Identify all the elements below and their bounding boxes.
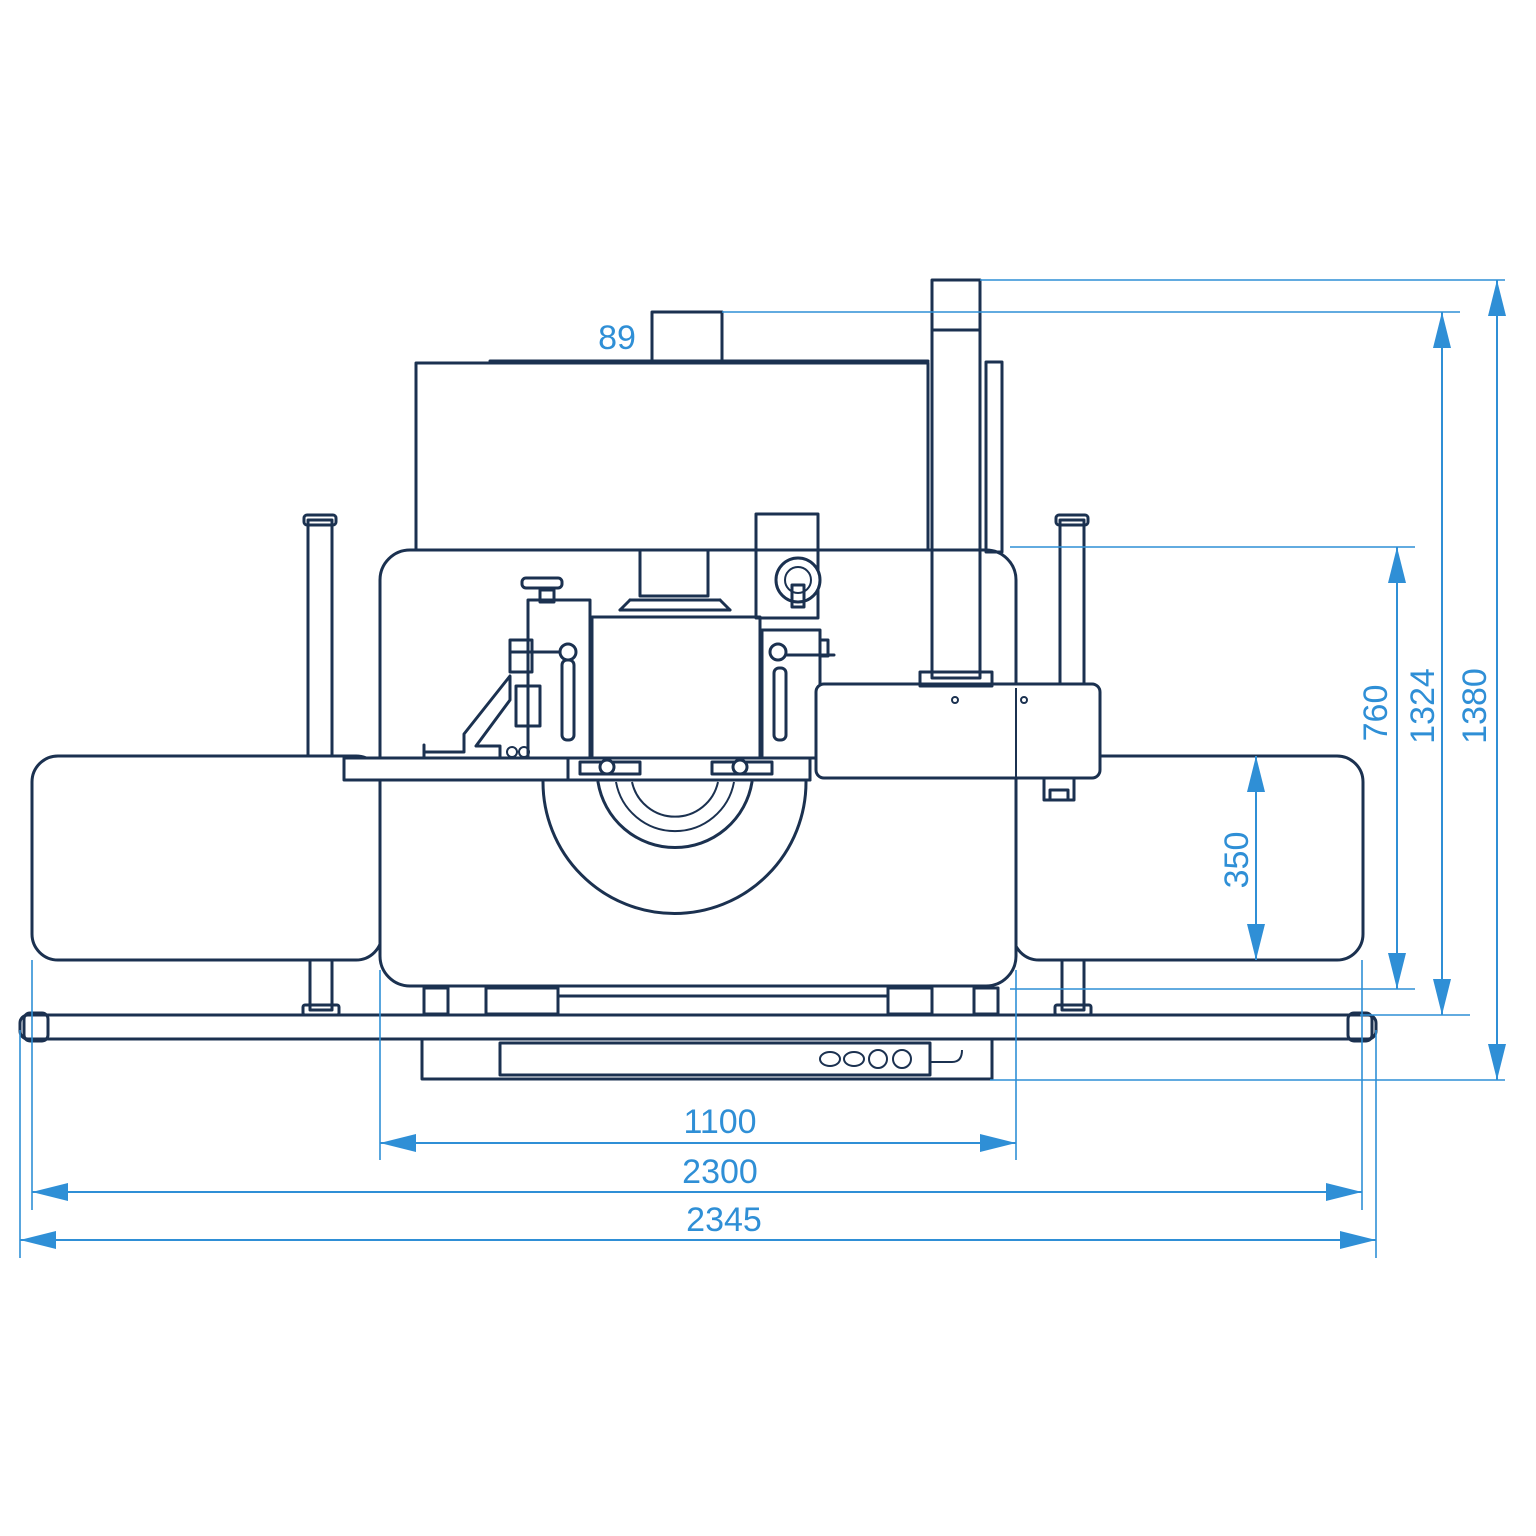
left-post: [306, 518, 334, 758]
left-side-table: [30, 754, 384, 962]
right-side-table: [1011, 754, 1365, 962]
dim-height-1324: 1324: [1404, 668, 1442, 744]
control-panel: [498, 1041, 932, 1077]
dust-hood: [414, 361, 930, 555]
dust-outlet: [650, 310, 724, 364]
dimension-lines: [19, 279, 1506, 1258]
height-adjust-column: [754, 512, 820, 620]
floor-rail: [18, 1013, 1378, 1041]
motor-housing: [814, 682, 1102, 780]
dim-height-overall: 1380: [1456, 668, 1494, 744]
dim-width-body: 1100: [683, 1103, 756, 1141]
spindle-head: [590, 615, 762, 760]
machine-outline: [18, 278, 1378, 1081]
dim-width-table: 2300: [682, 1153, 758, 1191]
dim-height-350: 350: [1218, 832, 1256, 889]
dim-width-overall: 2345: [686, 1201, 762, 1239]
dim-height-760: 760: [1357, 685, 1395, 742]
dim-outlet-89: 89: [598, 319, 636, 357]
handwheel: [774, 556, 822, 604]
vertical-column: [930, 278, 982, 680]
saw-blade: [541, 780, 808, 915]
dimension-labels: 1100 2300 2345 89 1380 1324 760 350: [598, 319, 1494, 1239]
control-cabinet: [420, 1037, 994, 1081]
